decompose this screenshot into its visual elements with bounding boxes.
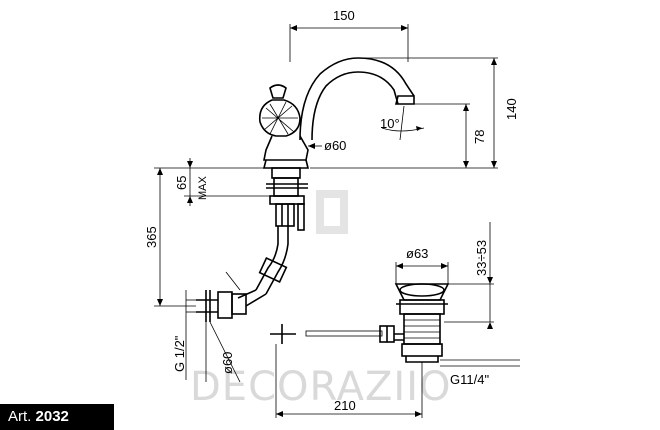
watermark-logo: DECORAZIIO [190,190,452,410]
faucet-drawing [196,57,450,363]
dim-waste-thread: G11/4" [450,372,489,387]
dim-waste-diameter: ø63 [406,246,428,261]
dim-spout-angle: 10° [380,116,400,131]
dim-deck-max-label: MAX [197,176,209,201]
article-prefix: Art. [8,408,32,425]
dim-inlet-height: 365 [144,226,159,248]
article-number: 2032 [35,408,69,425]
dim-spout-height: 78 [472,130,487,144]
dim-total-height: 140 [504,98,519,120]
dimension-lines [154,24,520,418]
dim-body-diameter: ø60 [324,138,346,153]
dim-escutcheon-diameter: ø60 [220,352,235,374]
dim-pop-up-length: 210 [334,398,356,413]
dim-waste-range: 33÷53 [474,240,489,276]
dim-deck-max: 65 [174,176,189,190]
watermark-text: DECORAZIIO [190,364,452,410]
dim-top-width: 150 [333,8,355,23]
article-badge: Art. 2032 [0,404,114,430]
dim-inlet-thread: G 1/2" [172,335,187,372]
